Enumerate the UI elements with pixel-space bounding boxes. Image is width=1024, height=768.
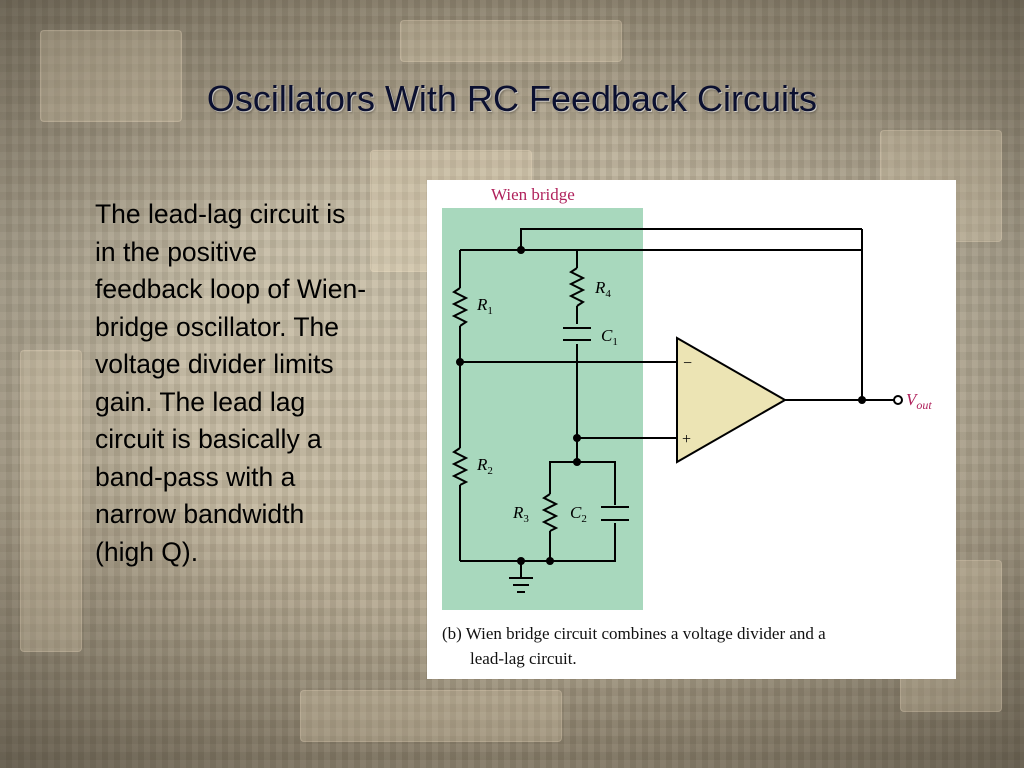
- caption-line-1: (b) Wien bridge circuit combines a volta…: [442, 624, 826, 643]
- label-r3: R3: [512, 503, 529, 525]
- bg-chip: [20, 350, 82, 652]
- body-text: The lead-lag circuit is in the positive …: [95, 199, 367, 567]
- label-r4: R4: [594, 278, 611, 300]
- label-vout: Vout: [906, 390, 932, 412]
- label-r2: R2: [476, 455, 493, 477]
- wien-bridge-schematic: Wien bridge: [442, 185, 932, 610]
- opamp-triangle: [676, 336, 788, 464]
- opamp-plus-label: +: [682, 431, 691, 448]
- opamp-minus-label: −: [683, 355, 692, 372]
- resistor-r4: [568, 267, 586, 307]
- ground-icon: [509, 577, 533, 593]
- bg-chip: [300, 690, 562, 742]
- label-c1: C1: [601, 326, 618, 348]
- resistor-r1: [451, 287, 469, 327]
- caption-line-2: lead-lag circuit.: [470, 649, 577, 668]
- capacitor-c2: [601, 506, 629, 521]
- resistor-r2: [451, 447, 469, 486]
- bg-chip: [40, 30, 182, 122]
- label-r1: R1: [476, 295, 493, 317]
- bridge-region: [442, 208, 643, 610]
- wien-bridge-figure: Wien bridge: [427, 180, 956, 679]
- slide-title: Oscillators With RC Feedback Circuits: [206, 78, 818, 119]
- label-c2: C2: [570, 503, 587, 525]
- junction-dots: [456, 246, 866, 565]
- bg-chip: [400, 20, 622, 62]
- capacitor-c1: [563, 327, 591, 341]
- figure-caption: (b) Wien bridge circuit combines a volta…: [442, 621, 942, 671]
- vout-terminal: [893, 395, 903, 405]
- resistor-r3: [541, 493, 559, 532]
- wires: [459, 228, 894, 578]
- figure-header: Wien bridge: [491, 185, 575, 204]
